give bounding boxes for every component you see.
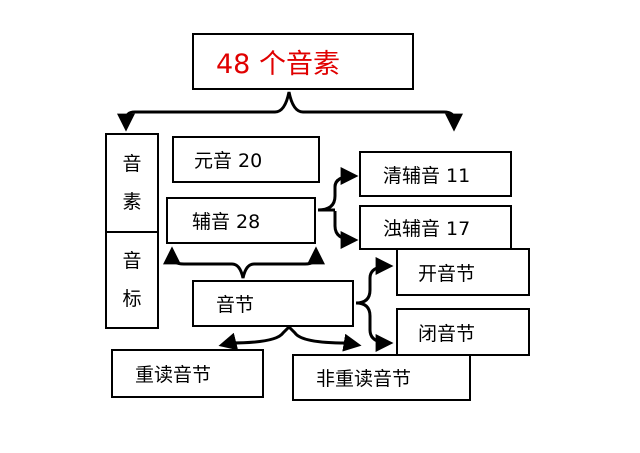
consonant-node: 辅音 28 (166, 197, 316, 244)
syllable-label: 音节 (216, 294, 255, 316)
root-brace (117, 91, 463, 132)
consonant-syllable-brace (163, 246, 325, 279)
phoneme-label: 音 素 (107, 135, 157, 233)
voiced-node: 浊辅音 17 (359, 205, 512, 250)
stressed-syllable-label: 重读音节 (135, 364, 212, 386)
phonetic-char-1: 音 (122, 250, 142, 272)
phoneme-char-1: 音 (122, 153, 142, 175)
syllable-stress-brace (218, 324, 362, 352)
voiced-label: 浊辅音 17 (383, 218, 471, 240)
root-label: 48 个音素 (216, 49, 340, 80)
phoneme-phonetic-label: 音 素 音 标 (105, 133, 159, 329)
phonetic-label: 音 标 (107, 233, 157, 327)
closed-syllable-label: 闭音节 (418, 322, 476, 345)
vowel-label: 元音 20 (194, 150, 263, 172)
open-syllable-label: 开音节 (418, 262, 476, 285)
phonetic-char-2: 标 (122, 288, 142, 310)
unstressed-syllable-label: 非重读音节 (316, 368, 412, 390)
closed-syllable-node: 闭音节 (396, 308, 530, 356)
root-node: 48 个音素 (192, 33, 414, 90)
syllable-open-closed-brace (355, 257, 394, 305)
phoneme-char-2: 素 (122, 191, 142, 213)
unstressed-syllable-node: 非重读音节 (292, 354, 471, 401)
stressed-syllable-node: 重读音节 (111, 349, 264, 398)
consonant-label: 辅音 28 (192, 211, 261, 233)
voiceless-node: 清辅音 11 (359, 151, 512, 197)
voiceless-label: 清辅音 11 (383, 164, 471, 187)
syllable-node: 音节 (192, 280, 354, 327)
open-syllable-node: 开音节 (396, 248, 530, 296)
vowel-node: 元音 20 (172, 136, 320, 183)
